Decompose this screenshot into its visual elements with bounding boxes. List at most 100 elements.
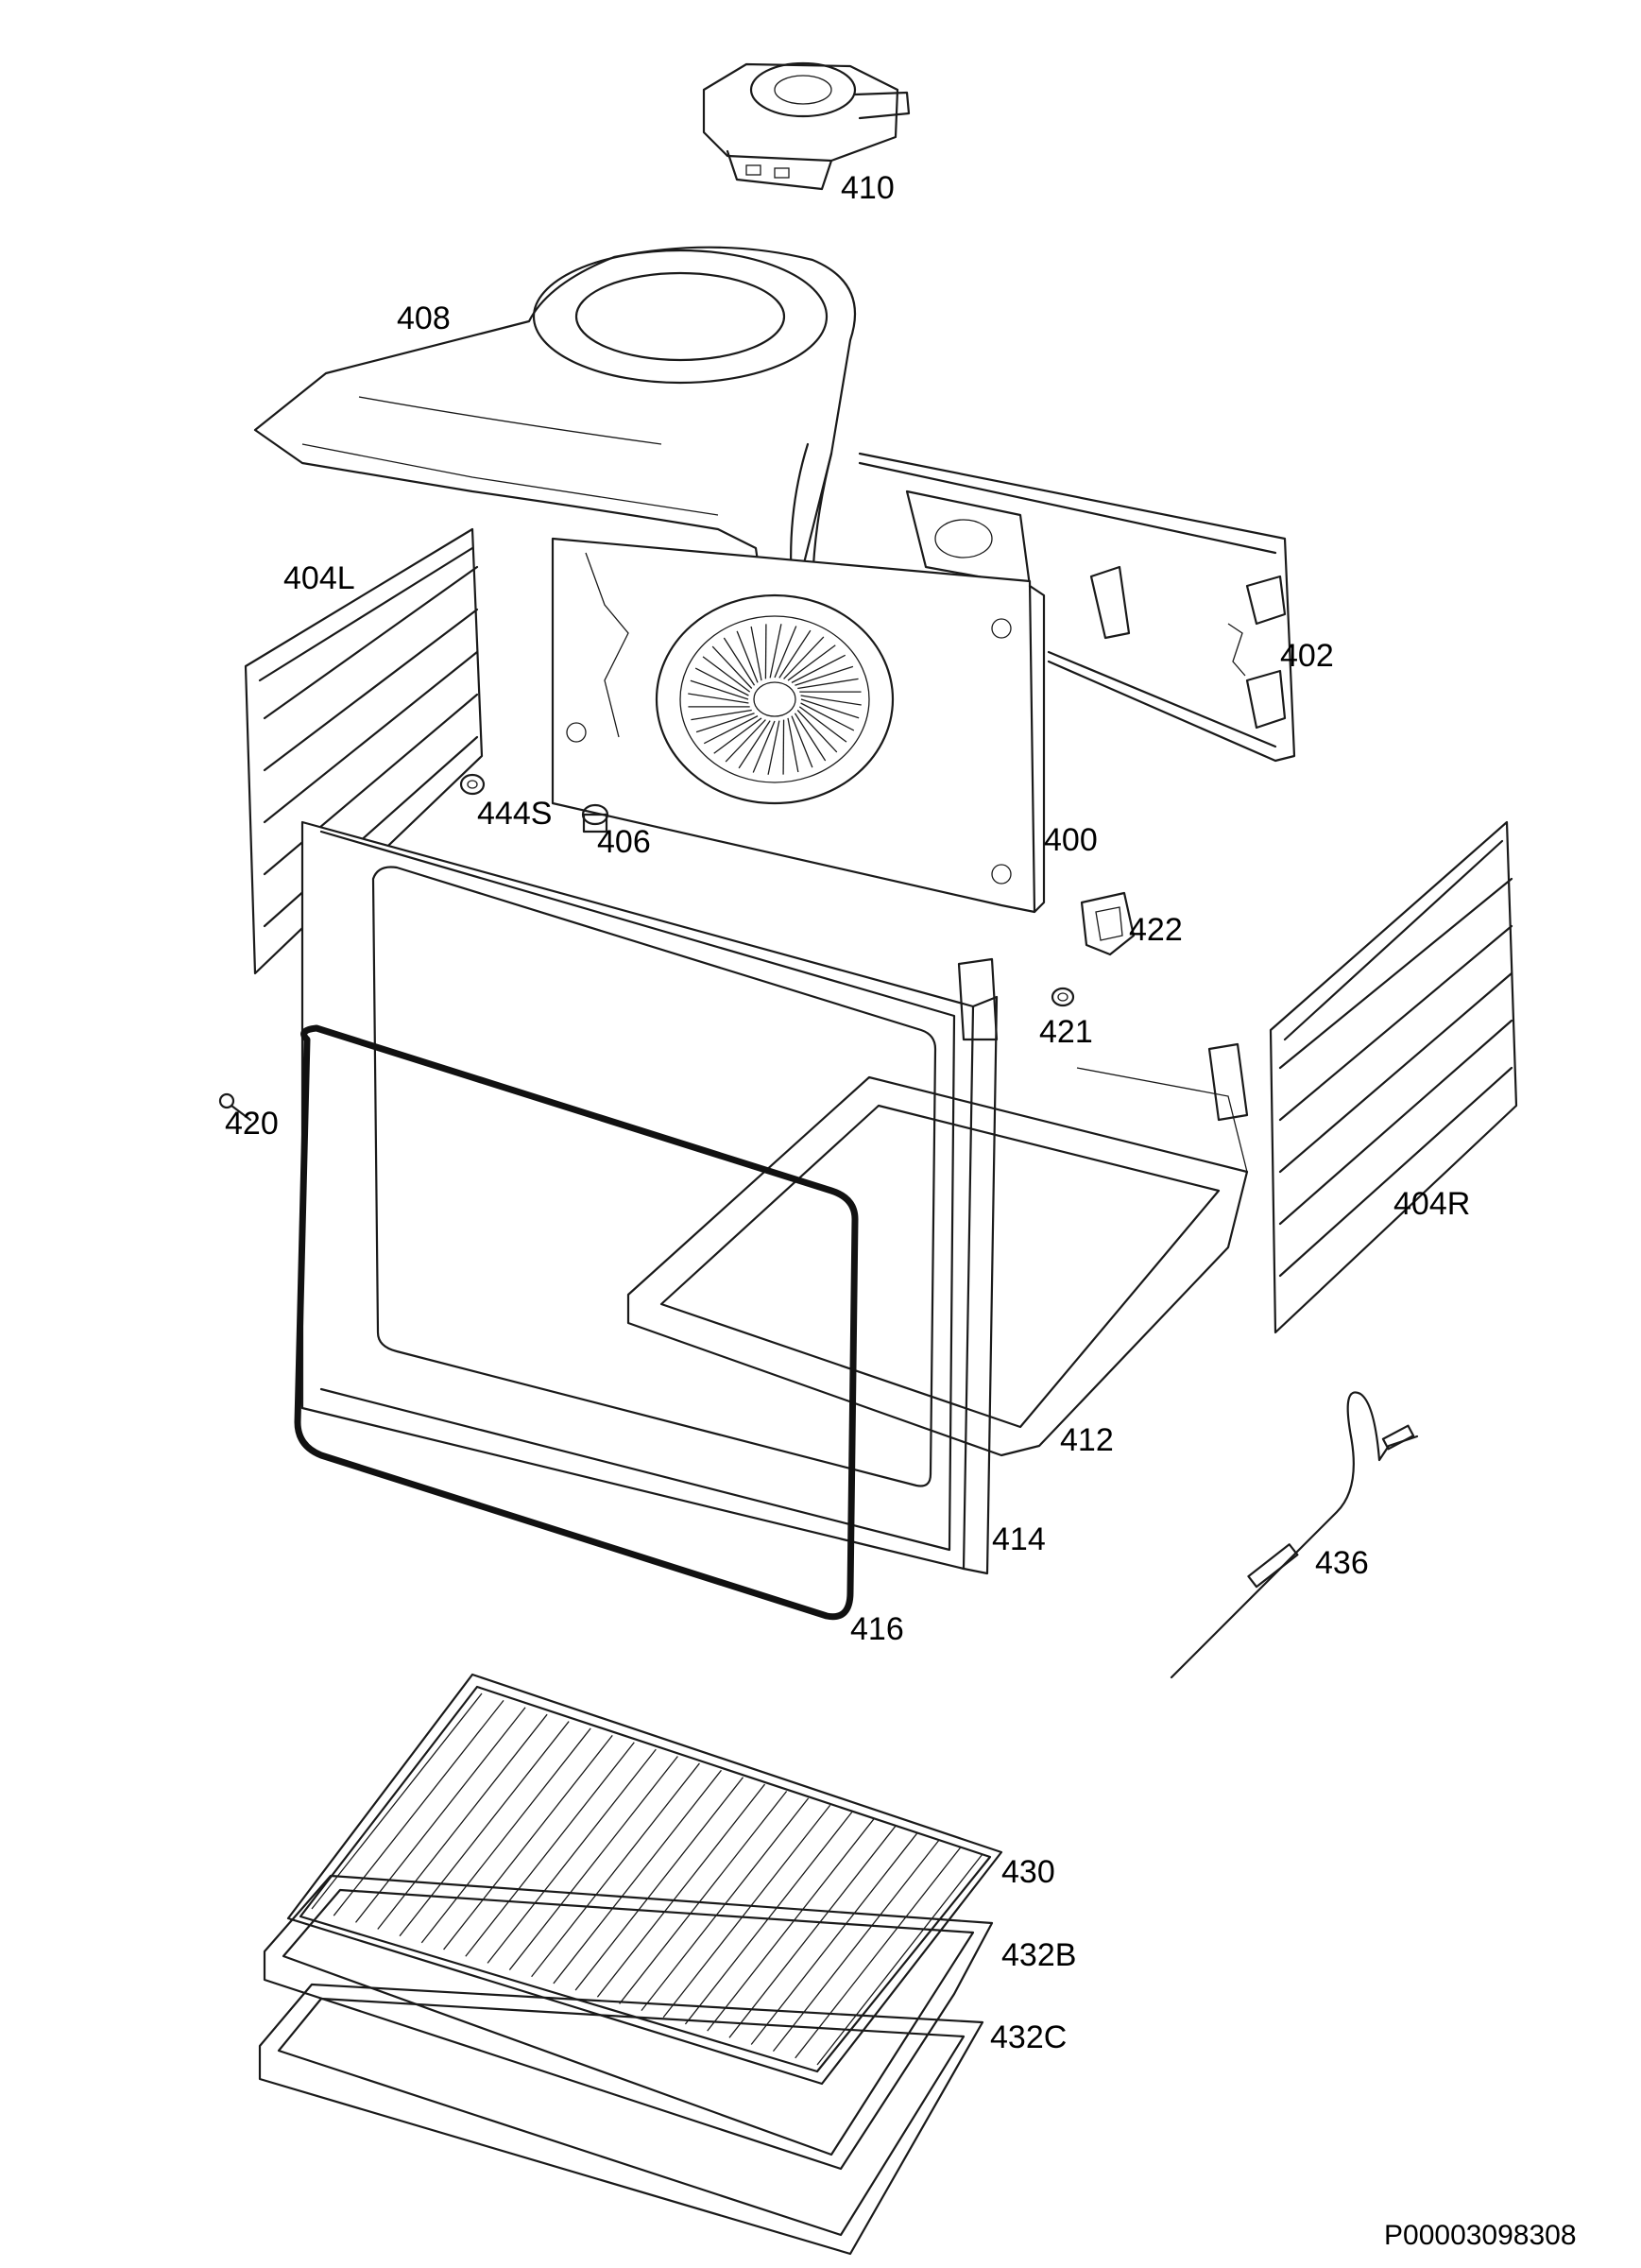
drawing-line <box>713 717 762 754</box>
label-410: 410 <box>841 170 895 206</box>
drawing-line <box>783 636 825 679</box>
drawing-line <box>796 710 838 753</box>
drawing-line <box>774 626 797 679</box>
drawing-line <box>465 1742 635 1957</box>
drawing-line <box>736 630 759 683</box>
drawing-line <box>1278 924 1513 1122</box>
drawing-line <box>1278 971 1513 1174</box>
drawing-line <box>750 626 762 681</box>
drawing-line <box>508 1756 678 1970</box>
drawing-line <box>800 702 855 731</box>
drawing-line <box>619 1791 788 2004</box>
label-404R: 404R <box>1393 1186 1470 1222</box>
drawing-line <box>263 735 479 928</box>
label-402: 402 <box>1280 638 1334 674</box>
drawing-line <box>355 1707 526 1923</box>
drawing-line <box>596 1783 766 1998</box>
part-432C-deep-tray <box>258 1983 984 2256</box>
drawing-line <box>711 645 753 689</box>
drawing-line <box>800 695 862 706</box>
part-416-door-gasket <box>294 1024 859 1621</box>
label-406: 406 <box>597 824 651 860</box>
drawing-line <box>797 678 859 690</box>
drawing-line <box>691 709 752 721</box>
part-414-front-frame <box>300 820 999 1575</box>
drawing-line <box>787 717 799 773</box>
drawing-line <box>703 715 759 745</box>
drawing-line <box>695 713 755 733</box>
drawing-line <box>1278 1066 1513 1278</box>
drawing-line <box>574 1777 744 1991</box>
label-404L: 404L <box>283 560 355 596</box>
drawing-line <box>263 650 479 824</box>
label-416: 416 <box>850 1611 904 1647</box>
part-422-bracket <box>1080 891 1136 956</box>
drawing-line <box>1278 1019 1513 1226</box>
drawing-line <box>750 1832 918 2045</box>
drawing-line <box>707 1818 875 2032</box>
drawing-line <box>702 656 751 693</box>
label-432C: 432C <box>990 2019 1067 2055</box>
label-422: 422 <box>1129 912 1183 948</box>
drawing-line <box>263 565 479 720</box>
label-400: 400 <box>1044 822 1098 858</box>
drawing-line <box>420 1727 591 1944</box>
drawing-line <box>487 1748 657 1964</box>
drawing-line <box>769 624 782 679</box>
part-432B-baking-tray <box>263 1874 994 2171</box>
label-408: 408 <box>397 301 451 336</box>
drawing-line <box>725 719 766 763</box>
drawing-line <box>800 698 860 719</box>
drawing-line <box>752 720 776 773</box>
label-420: 420 <box>225 1106 279 1142</box>
label-421: 421 <box>1039 1014 1093 1050</box>
part-412-oven-floor <box>626 1042 1249 1457</box>
label-412: 412 <box>1060 1422 1114 1458</box>
drawing-line <box>738 720 771 769</box>
part-421-clip <box>1051 987 1075 1007</box>
part-404R-right-rail <box>1269 820 1518 1334</box>
part-410-fan-motor <box>702 61 911 191</box>
part-444S-washer <box>459 773 486 796</box>
drawing-line <box>778 629 812 679</box>
label-430: 430 <box>1001 1854 1055 1890</box>
drawing-line <box>662 1804 831 2019</box>
drawing-line <box>399 1721 570 1937</box>
drawing-line <box>553 1769 722 1984</box>
label-414: 414 <box>992 1521 1046 1557</box>
part-404L-left-rail <box>244 527 484 975</box>
drawing-line <box>688 693 749 704</box>
drawing-line <box>311 1692 483 1910</box>
drawing-line <box>690 679 749 700</box>
label-436: 436 <box>1315 1545 1369 1581</box>
part-402-rear-rail <box>858 452 1296 763</box>
drawing-line <box>263 693 479 876</box>
drawing-line <box>787 644 836 681</box>
label-444S: 444S <box>477 796 552 832</box>
drawing-line <box>377 1713 548 1930</box>
drawing-line <box>795 1847 962 2059</box>
drawing-line <box>728 1826 897 2038</box>
part-406-lamp <box>581 803 609 833</box>
drawing-line <box>694 667 749 696</box>
drawing-line <box>794 713 827 762</box>
drawing-line <box>772 1839 940 2053</box>
drawing-line <box>791 654 846 683</box>
label-432B: 432B <box>1001 1937 1076 1973</box>
drawing-line <box>795 665 854 686</box>
drawing-line <box>798 706 847 743</box>
drawing-line <box>767 720 780 775</box>
diagram-code: P00003098308 <box>1384 2220 1577 2251</box>
part-436-meat-probe <box>1170 1391 1419 1679</box>
drawing-line <box>1278 877 1513 1070</box>
drawing-line <box>723 637 756 686</box>
part-420-screw <box>218 1092 252 1122</box>
drawing-line <box>333 1699 504 1916</box>
drawing-line <box>443 1734 613 1950</box>
part-400-rear-panel <box>551 537 1046 914</box>
part-430-wire-rack <box>286 1673 1003 2086</box>
drawing-line <box>791 715 813 768</box>
drawing-line <box>263 608 479 772</box>
